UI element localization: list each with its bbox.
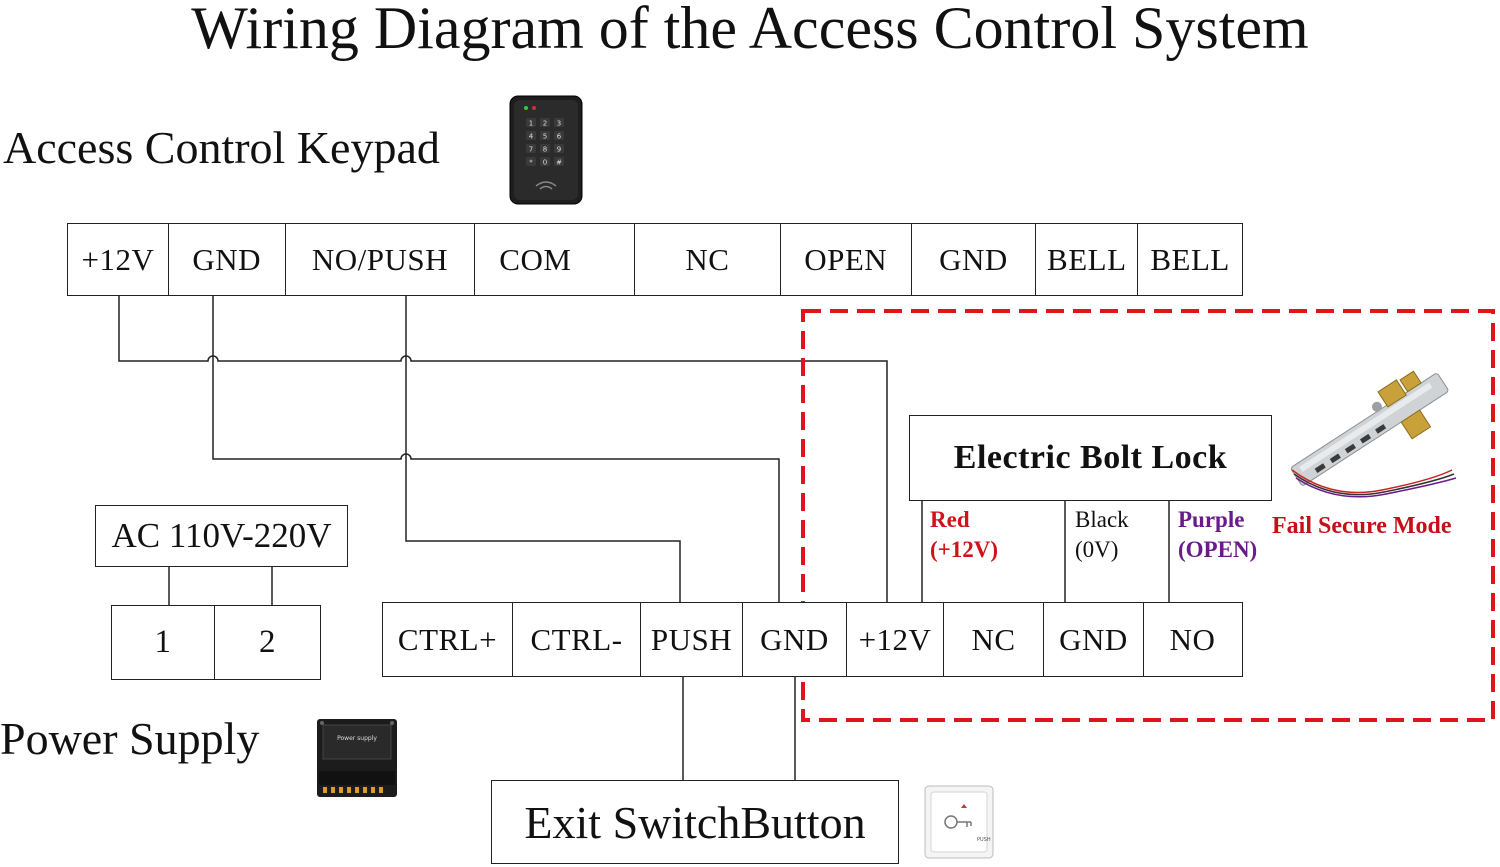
keypad-key <box>540 157 550 166</box>
psu-terminal-gnd-2: GND <box>1043 603 1143 676</box>
ac-source-label: AC 110V-220V <box>95 505 348 567</box>
keypad-key <box>540 144 550 153</box>
keypad-key-label: 3 <box>557 120 561 128</box>
keypad-key <box>554 118 564 127</box>
keypad-key <box>526 144 536 153</box>
psu-terminal-12v: +12V <box>846 603 943 676</box>
lock-wire-black-name: Black <box>1075 507 1129 532</box>
bolt-lock-device-image <box>1272 360 1462 500</box>
power-supply-device-text: Power supply <box>337 735 377 742</box>
keypad-key <box>554 157 564 166</box>
keypad-key-label: 9 <box>557 146 561 154</box>
keypad-key-label: * <box>529 159 533 167</box>
exit-button-device-image: PUSH <box>921 782 997 862</box>
keypad-terminal-no-push: NO/PUSH <box>284 224 475 295</box>
keypad-key <box>526 118 536 127</box>
keypad-device-image: 1 2 3 4 5 6 7 8 9 * 0 # <box>508 94 584 206</box>
lock-wire-purple: Purple (OPEN) <box>1178 505 1257 565</box>
keypad-terminal-bell-2: BELL <box>1137 224 1242 295</box>
keypad-key-label: 6 <box>557 133 562 141</box>
exit-button-device-text: PUSH <box>977 837 991 843</box>
electric-bolt-lock-label: Electric Bolt Lock <box>909 415 1272 501</box>
keypad-key <box>540 131 550 140</box>
lock-wire-purple-name: Purple <box>1178 507 1245 532</box>
keypad-key <box>526 131 536 140</box>
psu-terminal-nc: NC <box>943 603 1043 676</box>
diagram-title: Wiring Diagram of the Access Control Sys… <box>191 0 1309 61</box>
keypad-terminal-nc: NC <box>634 224 780 295</box>
ac-terminal-strip: 1 2 <box>111 605 321 680</box>
ac-terminal-2: 2 <box>214 606 320 679</box>
power-supply-label: Power Supply <box>0 713 260 764</box>
psu-terminal-ctrl-plus: CTRL+ <box>397 621 498 657</box>
lock-wire-red-name: Red <box>930 507 970 532</box>
keypad-terminal-open: OPEN <box>779 224 911 295</box>
keypad-terminal-gnd: GND <box>167 224 285 295</box>
psu-terminal-ctrl-minus: CTRL- <box>512 603 640 676</box>
keypad-key-label: 0 <box>543 159 547 167</box>
lock-wire-black: Black (0V) <box>1075 505 1129 565</box>
keypad-terminal-12v: +12V <box>81 241 155 277</box>
lock-wire-purple-value: (OPEN) <box>1178 537 1258 562</box>
lock-wire-red: Red (+12V) <box>930 505 998 565</box>
keypad-key-label: 7 <box>529 146 533 154</box>
psu-terminal-gnd: GND <box>742 603 846 676</box>
keypad-terminal-com: COM <box>474 224 634 295</box>
fail-secure-mode-label: Fail Secure Mode <box>1272 513 1452 539</box>
ac-terminal-1: 1 <box>154 624 172 660</box>
keypad-key <box>540 118 550 127</box>
keypad-key <box>526 157 536 166</box>
psu-terminal-push: PUSH <box>640 603 742 676</box>
keypad-label: Access Control Keypad <box>3 122 440 173</box>
power-supply-device-image: Power supply <box>315 715 399 799</box>
keypad-key-label: 2 <box>543 120 547 128</box>
psu-terminal-no: NO <box>1143 603 1241 676</box>
keypad-key <box>554 131 564 140</box>
keypad-key <box>554 144 564 153</box>
keypad-terminal-strip: +12V GND NO/PUSH COM NC OPEN GND BELL BE… <box>67 223 1243 296</box>
keypad-terminal-bell: BELL <box>1035 224 1137 295</box>
lock-wire-black-value: (0V) <box>1075 537 1119 562</box>
keypad-key-label: # <box>556 159 562 167</box>
keypad-key-label: 1 <box>529 120 533 128</box>
lock-wire-red-value: (+12V) <box>930 537 999 562</box>
keypad-key-label: 4 <box>529 133 534 141</box>
keypad-key-label: 5 <box>543 133 547 141</box>
exit-switch-button-label: Exit SwitchButton <box>491 780 899 864</box>
keypad-terminal-gnd-2: GND <box>910 224 1036 295</box>
power-supply-terminal-strip: CTRL+ CTRL- PUSH GND +12V NC GND NO <box>382 602 1243 677</box>
keypad-key-label: 8 <box>543 146 547 154</box>
